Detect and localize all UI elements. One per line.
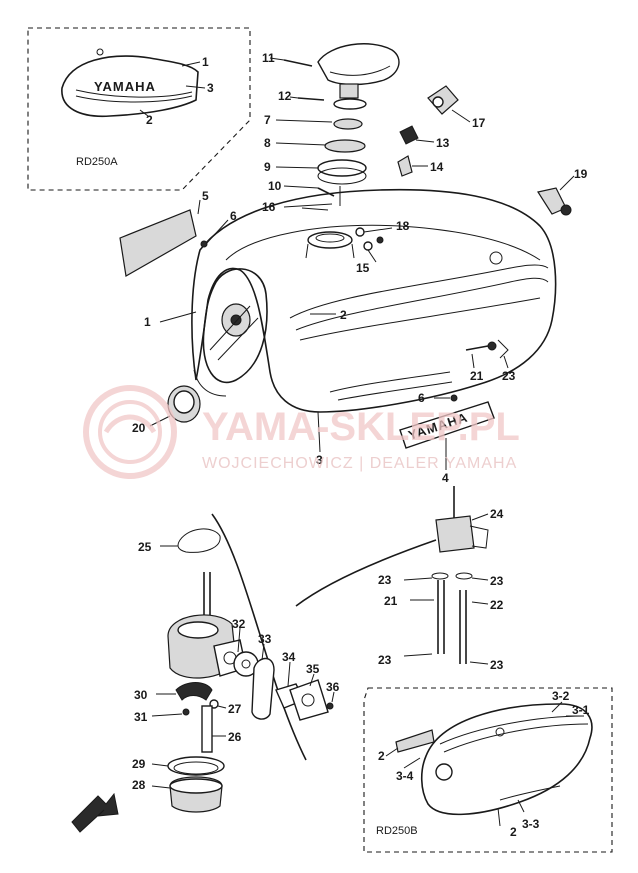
callout-5: 5	[202, 189, 209, 203]
upper-right-fittings: 17 13 14 19	[397, 85, 588, 216]
callout-8: 8	[264, 136, 271, 150]
callout-30: 30	[134, 688, 148, 702]
inset-model-label-b: RD250B	[376, 825, 418, 837]
callout-32: 32	[232, 617, 246, 631]
callout-4: 4	[442, 471, 449, 485]
callout-22: 22	[490, 598, 504, 612]
petcock-assembly-upper: 24 23 23 21 22 23 23	[378, 486, 504, 672]
callout-inset-3: 3	[207, 81, 214, 95]
callout-26: 26	[228, 730, 242, 744]
callout-3-3: 3-3	[522, 817, 540, 831]
callout-25: 25	[138, 540, 152, 554]
callout-10: 10	[268, 179, 282, 193]
callout-33: 33	[258, 632, 272, 646]
inset-yamaha-emblem: YAMAHA	[94, 79, 156, 94]
callout-20: 20	[132, 421, 146, 435]
callout-28: 28	[132, 778, 146, 792]
callout-35: 35	[306, 662, 320, 676]
callout-18: 18	[396, 219, 410, 233]
callout-27: 27	[228, 702, 242, 716]
petcock-exploded: 25 32 33 34 35 36 30 27 31 26	[132, 528, 340, 813]
watermark-brand: YAMA-SKLEP.PL	[202, 405, 520, 449]
tank-callouts: 5 6 18 15 1 2 3 YAMAHA 4 6 21 23	[119, 189, 516, 485]
callout-inset-2: 2	[146, 113, 153, 127]
callout-1: 1	[144, 315, 151, 329]
watermark-tagline: WOJCIECHOWICZ | DEALER YAMAHA	[202, 455, 517, 472]
petcock-connector-line	[295, 539, 437, 607]
inset-rd250b: 3-2 3-1 2 3-4 2 3-3 RD250B	[363, 687, 613, 853]
callout-2-inset-c: 2	[510, 825, 517, 839]
fuel-tank	[191, 188, 557, 413]
callout-24: 24	[490, 507, 504, 521]
callout-21-lower: 21	[384, 594, 398, 608]
callout-36: 36	[326, 680, 340, 694]
callout-13: 13	[436, 136, 450, 150]
callout-7: 7	[264, 113, 271, 127]
filler-cap-assembly: 11 12 7 8 9 10 16	[262, 43, 400, 214]
callout-3-2: 3-2	[552, 689, 570, 703]
callout-6-lower: 6	[418, 391, 425, 405]
callout-23-c: 23	[490, 574, 504, 588]
callout-15: 15	[356, 261, 370, 275]
callout-31: 31	[134, 710, 148, 724]
assembly-connector-line	[211, 513, 307, 761]
callout-21-upper: 21	[470, 369, 484, 383]
callout-6-upper: 6	[230, 209, 237, 223]
front-direction-arrow-icon	[71, 792, 119, 833]
callout-inset-1: 1	[202, 55, 209, 69]
callout-14: 14	[430, 160, 444, 174]
callout-12: 12	[278, 89, 292, 103]
callout-11: 11	[262, 51, 275, 65]
callout-2-inset-b: 2	[378, 749, 385, 763]
callout-34: 34	[282, 650, 296, 664]
inset-rd250a: YAMAHA 1 3 2 RD250A	[27, 27, 251, 191]
inset-model-label-a: RD250A	[76, 156, 118, 168]
callout-23-d: 23	[378, 653, 392, 667]
callout-23-b: 23	[378, 573, 392, 587]
callout-19: 19	[574, 167, 588, 181]
callout-3: 3	[316, 453, 323, 467]
fuel-cap-20: 20	[132, 385, 201, 435]
callout-29: 29	[132, 757, 146, 771]
callout-3-1: 3-1	[572, 703, 590, 717]
callout-17: 17	[472, 116, 486, 130]
callout-23-e: 23	[490, 658, 504, 672]
dealer-watermark: YAMA-SKLEP.PL WOJCIECHOWICZ | DEALER YAM…	[83, 385, 520, 479]
callout-23-upper: 23	[502, 369, 516, 383]
callout-9: 9	[264, 160, 271, 174]
callout-2: 2	[340, 308, 347, 322]
callout-3-4: 3-4	[396, 769, 414, 783]
